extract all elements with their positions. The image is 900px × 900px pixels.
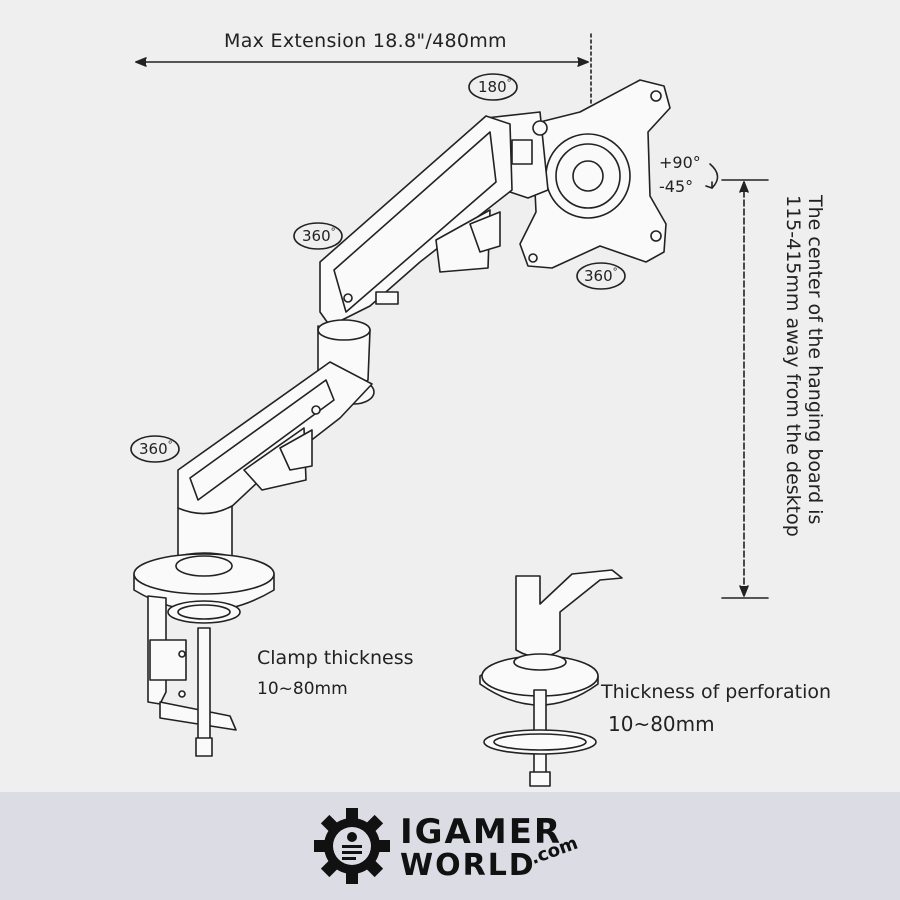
perforation-thickness-value: 10~80mm (608, 712, 715, 736)
monitor-arm-diagram: Max Extension 18.8"/480mm 180° 360° 360°… (130, 30, 832, 787)
rotation-360-base: 360° (139, 440, 173, 458)
vesa-plate (519, 79, 671, 269)
tilt-up-label: +90° (659, 153, 701, 172)
perforation-thickness-label: Thickness of perforation (601, 681, 832, 703)
brand-wordmark-top: IGAMER (400, 812, 563, 852)
height-dimension-line (721, 179, 769, 599)
arm-drawing (130, 33, 769, 787)
grommet-mount (479, 569, 623, 787)
clamp-base (133, 505, 275, 757)
height-note-line2: 115-415mm away from the desktop (782, 195, 804, 537)
lower-arm (177, 361, 373, 521)
clamp-thickness-value: 10~80mm (257, 679, 348, 699)
height-note-line1: The center of the hanging board is (804, 195, 826, 525)
rotation-180-head: 180° (478, 78, 512, 96)
rotation-360-plate: 360° (584, 267, 618, 285)
max-extension-label: Max Extension 18.8"/480mm (224, 30, 507, 52)
tilt-down-label: -45° (659, 177, 694, 196)
brand-wordmark-bottom: WORLD (400, 848, 536, 883)
brand-footer: IGAMER WORLD .com (0, 792, 900, 900)
gear-logo-icon (314, 808, 390, 884)
rotation-arrows (130, 73, 719, 463)
clamp-thickness-label: Clamp thickness (257, 647, 414, 669)
upper-arm (319, 115, 513, 327)
rotation-360-upper-arm: 360° (302, 227, 336, 245)
height-range-note: The center of the hanging board is 115-4… (782, 195, 832, 575)
